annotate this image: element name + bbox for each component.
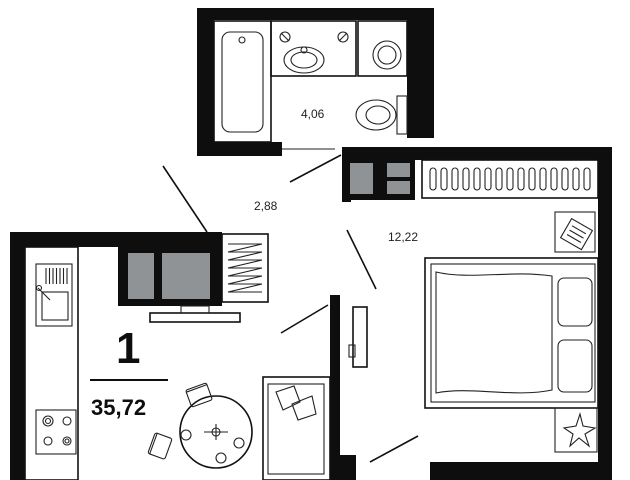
hanger-icon [517, 167, 525, 191]
hanger-icon [539, 167, 547, 191]
armchair-icon [262, 376, 331, 480]
tv-icon [149, 305, 241, 323]
tv-icon [348, 306, 368, 368]
hanger-icon [561, 167, 569, 191]
hallway-area-label: 2,88 [254, 199, 278, 213]
hanger-icon [462, 167, 470, 191]
hanger-icon [473, 167, 481, 191]
walls [10, 8, 612, 480]
hallway: 2,88 [162, 154, 342, 303]
bathroom: 4,06 [213, 20, 408, 150]
bathtub-icon [213, 20, 272, 143]
hanger-icon [451, 167, 459, 191]
hanger-icon [495, 167, 503, 191]
hanger-icon [429, 167, 437, 191]
kitchen-sink-icon [35, 263, 73, 327]
rooms-count: 1 [116, 324, 140, 373]
hanger-icon [550, 167, 558, 191]
hanger-icon [484, 167, 492, 191]
toilet-icon [355, 95, 408, 135]
bathroom-area-label: 4,06 [301, 107, 325, 121]
plant-icon [554, 407, 598, 453]
hanger-icon [572, 167, 580, 191]
washing-machine-icon [357, 20, 408, 77]
bed-icon [424, 257, 599, 409]
sink-icon [270, 20, 357, 77]
bedroom-area-label: 12,22 [388, 230, 418, 244]
nightstand-icon [554, 211, 596, 253]
hanger-icon [583, 167, 591, 191]
hanger-icon [440, 167, 448, 191]
wardrobe-icon [421, 159, 599, 199]
stove-icon [35, 409, 77, 455]
radiator-icon [221, 233, 269, 303]
shafts [128, 160, 415, 299]
hanger-icon [528, 167, 536, 191]
dining-table-icon [147, 382, 253, 469]
bedroom: 12,22 [346, 159, 599, 463]
total-area: 35,72 [91, 395, 146, 420]
hanger-icon [506, 167, 514, 191]
kitchen-living: 1 35,72 [24, 246, 331, 480]
